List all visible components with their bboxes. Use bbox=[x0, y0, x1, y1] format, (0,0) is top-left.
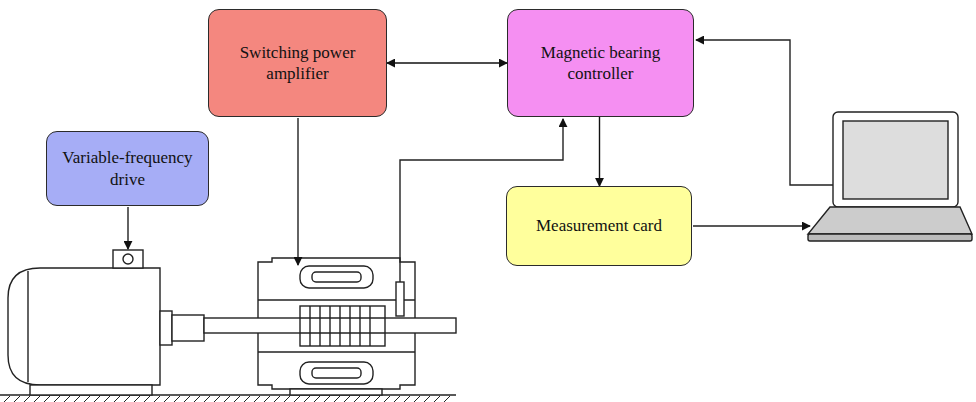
box-label: Variable-frequency drive bbox=[57, 147, 198, 190]
laptop-wire bbox=[696, 40, 833, 185]
process-box: Measurement card bbox=[506, 186, 692, 266]
laptop bbox=[808, 112, 972, 241]
drive-wire bbox=[127, 207, 128, 249]
ground-hatch bbox=[4, 396, 450, 402]
process-box: Variable-frequency drive bbox=[46, 131, 209, 206]
process-box: Magnetic bearing controller bbox=[507, 9, 694, 117]
box-label: Switching power amplifier bbox=[219, 42, 376, 85]
displacement-sensor bbox=[396, 282, 404, 316]
box-label: Magnetic bearing controller bbox=[518, 42, 683, 85]
card-wire bbox=[693, 225, 810, 226]
motor bbox=[8, 250, 204, 395]
process-box: Switching power amplifier bbox=[208, 9, 387, 117]
rotor-laminations bbox=[300, 306, 385, 346]
signal-arrow bbox=[599, 117, 600, 186]
box-label: Measurement card bbox=[536, 215, 662, 236]
coil-wire bbox=[297, 118, 298, 265]
signal-arrow bbox=[387, 62, 507, 63]
